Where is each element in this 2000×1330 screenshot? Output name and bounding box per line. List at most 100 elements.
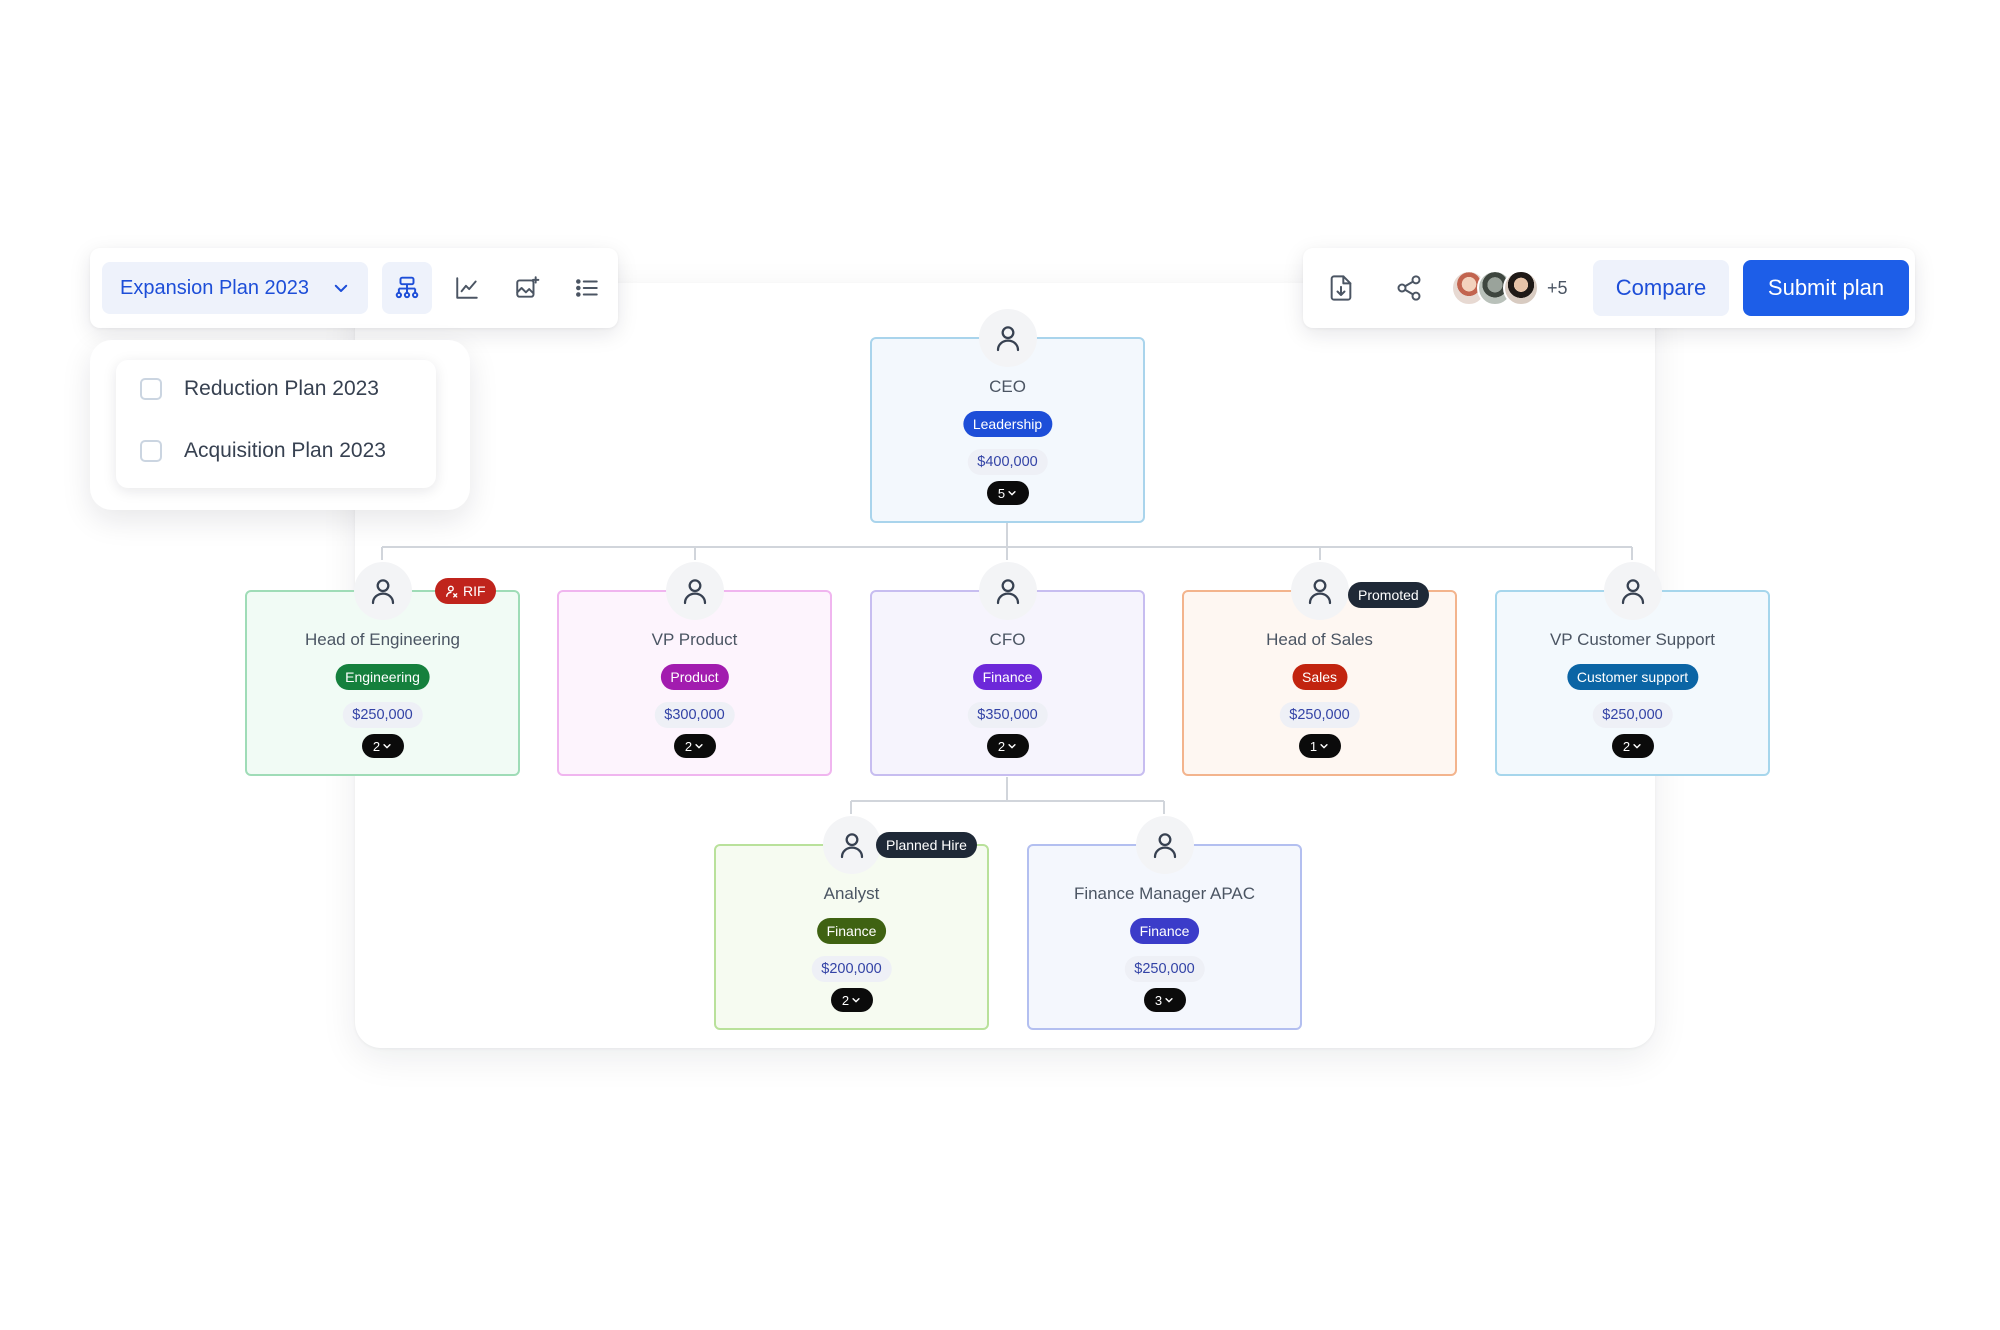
avatar — [1290, 562, 1349, 620]
plan-option-acquisition[interactable]: Acquisition Plan 2023 — [140, 436, 386, 466]
salary-pill: $350,000 — [967, 702, 1048, 728]
node-title: VP Customer Support — [1549, 630, 1716, 649]
reports-count: 2 — [684, 738, 693, 754]
collaborator-avatars[interactable]: +5 — [1451, 268, 1568, 308]
submit-plan-button[interactable]: Submit plan — [1743, 260, 1909, 316]
node-title: Finance Manager APAC — [1073, 884, 1256, 903]
org-node-head-of-sales[interactable]: Promoted Head of Sales Sales $250,000 1 — [1182, 562, 1457, 776]
salary-pill: $250,000 — [1592, 702, 1673, 728]
checkbox[interactable] — [140, 378, 162, 400]
chevron-down-icon — [1320, 744, 1328, 749]
department-tag: Engineering — [335, 664, 430, 690]
reports-count-toggle[interactable]: 2 — [986, 734, 1029, 758]
node-title: CFO — [989, 630, 1026, 649]
avatar — [353, 562, 412, 620]
avatar — [822, 816, 881, 874]
salary-pill: $250,000 — [342, 702, 423, 728]
reports-count-toggle[interactable]: 2 — [830, 988, 873, 1012]
share-button[interactable] — [1387, 266, 1431, 310]
department-tag: Finance — [972, 664, 1043, 690]
chevron-down-icon — [1008, 491, 1016, 496]
node-title: Head of Sales — [1266, 630, 1373, 649]
department-tag: Finance — [1129, 918, 1200, 944]
avatar — [978, 562, 1037, 620]
reports-count-toggle[interactable]: 5 — [986, 481, 1029, 505]
scenario-view-button[interactable] — [502, 262, 552, 314]
org-node-finance-manager-apac[interactable]: Finance Manager APAC Finance $250,000 3 — [1027, 816, 1302, 1030]
reports-count: 1 — [1309, 738, 1318, 754]
org-chart-view-button[interactable] — [382, 262, 432, 314]
org-node-head-of-engineering[interactable]: RIF Head of Engineering Engineering $250… — [245, 562, 520, 776]
avatar — [665, 562, 724, 620]
plan-option-label: Reduction Plan 2023 — [184, 377, 379, 400]
org-node-vp-customer-support[interactable]: VP Customer Support Customer support $25… — [1495, 562, 1770, 776]
rif-badge: RIF — [435, 578, 496, 604]
plan-option-reduction[interactable]: Reduction Plan 2023 — [140, 374, 379, 404]
org-node-ceo[interactable]: CEO Leadership $400,000 5 — [870, 309, 1145, 523]
user-icon — [371, 579, 394, 605]
badge-label: RIF — [463, 583, 486, 599]
department-tag: Leadership — [962, 411, 1053, 437]
reports-count-toggle[interactable]: 3 — [1143, 988, 1186, 1012]
reports-count-toggle[interactable]: 2 — [361, 734, 404, 758]
org-chart-icon — [395, 276, 419, 299]
user-icon — [996, 326, 1019, 352]
analytics-view-button[interactable] — [442, 262, 492, 314]
plan-option-label: Acquisition Plan 2023 — [184, 439, 386, 462]
reports-count: 2 — [1622, 738, 1631, 754]
chevron-down-icon — [1165, 998, 1173, 1003]
reports-count: 2 — [997, 738, 1006, 754]
org-node-analyst[interactable]: Planned Hire Analyst Finance $200,000 2 — [714, 816, 989, 1030]
department-tag: Sales — [1291, 664, 1348, 690]
user-remove-icon — [446, 585, 458, 598]
list-view-button[interactable] — [562, 262, 612, 314]
plan-selector-label: Expansion Plan 2023 — [120, 276, 310, 299]
reports-count: 2 — [372, 738, 381, 754]
department-tag: Product — [660, 664, 729, 690]
more-collaborators-count: +5 — [1547, 277, 1568, 298]
salary-pill: $400,000 — [967, 449, 1048, 475]
download-button[interactable] — [1319, 266, 1363, 310]
chevron-down-icon — [695, 744, 703, 749]
reports-count: 5 — [997, 485, 1006, 501]
reports-count-toggle[interactable]: 1 — [1298, 734, 1341, 758]
salary-pill: $300,000 — [654, 702, 735, 728]
chevron-down-icon — [1633, 744, 1641, 749]
user-icon — [840, 833, 863, 859]
user-icon — [1153, 833, 1176, 859]
salary-pill: $200,000 — [811, 956, 892, 982]
user-icon — [1308, 579, 1331, 605]
planned-hire-badge: Planned Hire — [876, 832, 977, 858]
image-sparkle-icon — [516, 276, 540, 298]
reports-count-toggle[interactable]: 2 — [673, 734, 716, 758]
node-title: CEO — [989, 377, 1026, 396]
checkbox[interactable] — [140, 440, 162, 462]
org-node-vp-product[interactable]: VP Product Product $300,000 2 — [557, 562, 832, 776]
plan-selector-dropdown[interactable]: Expansion Plan 2023 — [102, 262, 368, 314]
department-tag: Customer support — [1566, 664, 1699, 690]
avatar — [1603, 562, 1662, 620]
chevron-down-icon — [383, 744, 391, 749]
user-icon — [1621, 579, 1644, 605]
salary-pill: $250,000 — [1279, 702, 1360, 728]
avatar — [1503, 270, 1539, 306]
user-icon — [683, 579, 706, 605]
plan-actions-toolbar: +5 Compare Submit plan — [1303, 248, 1915, 328]
org-node-cfo[interactable]: CFO Finance $350,000 2 — [870, 562, 1145, 776]
avatar — [1135, 816, 1194, 874]
reports-count-toggle[interactable]: 2 — [1611, 734, 1654, 758]
chevron-down-icon — [334, 284, 348, 292]
node-title: Head of Engineering — [304, 630, 460, 649]
chevron-down-icon — [852, 998, 860, 1003]
list-icon — [576, 279, 598, 297]
plan-toolbar: Expansion Plan 2023 — [90, 248, 618, 328]
promoted-badge: Promoted — [1348, 582, 1429, 608]
reports-count: 3 — [1154, 992, 1163, 1008]
share-icon — [1397, 275, 1421, 301]
compare-button[interactable]: Compare — [1593, 260, 1729, 316]
node-title: VP Product — [651, 630, 738, 649]
salary-pill: $250,000 — [1124, 956, 1205, 982]
file-download-icon — [1330, 275, 1352, 301]
plan-options-list: Reduction Plan 2023 Acquisition Plan 202… — [116, 360, 436, 488]
department-tag: Finance — [816, 918, 887, 944]
